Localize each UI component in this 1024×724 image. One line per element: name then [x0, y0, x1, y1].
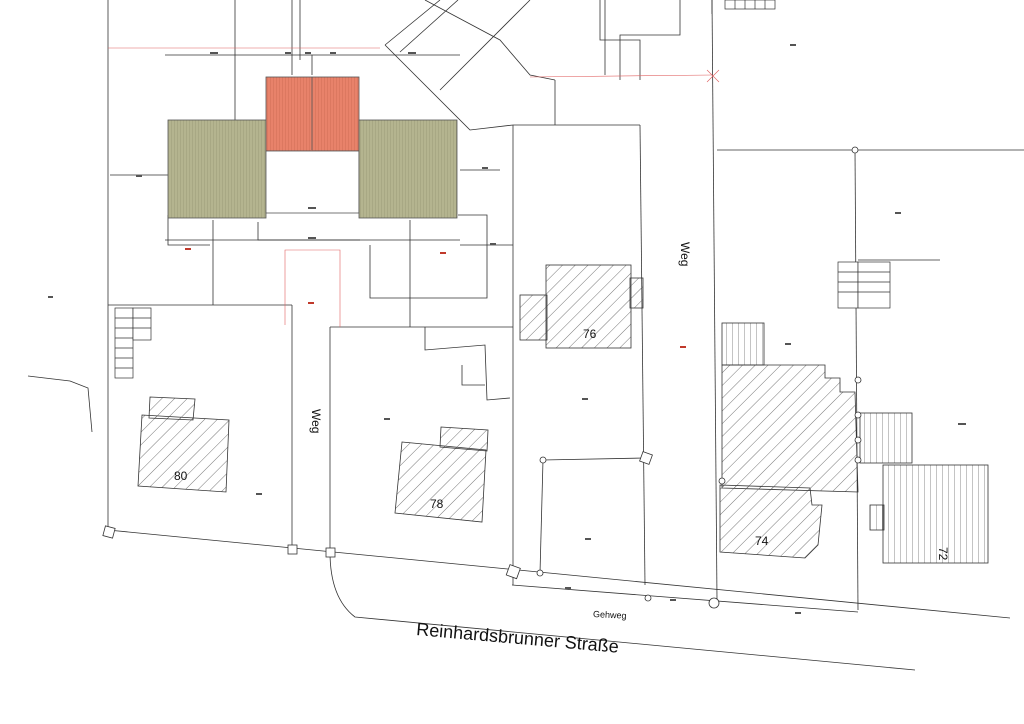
- building-74-lower: [719, 484, 823, 559]
- stair-structures: [114, 0, 891, 379]
- building-80: [137, 414, 230, 493]
- red-boundary-lines: [108, 47, 720, 327]
- planned-courtyard: [265, 150, 360, 214]
- planned-annex-left: [167, 119, 267, 219]
- planned-building: [167, 76, 458, 219]
- path-label-right: Weg: [678, 242, 692, 266]
- existing-buildings: [137, 264, 989, 564]
- dimension-marks: [48, 44, 966, 614]
- street-name: Reinhardsbrunner Straße: [416, 619, 620, 657]
- building-72-annex: [859, 412, 913, 464]
- building-74-upper: [721, 322, 765, 366]
- house-number-80: 80: [174, 469, 188, 483]
- planned-annex-right: [358, 119, 458, 219]
- building-80-annex: [148, 396, 196, 421]
- house-number-78: 78: [430, 497, 444, 511]
- building-76-annex-right: [629, 277, 644, 309]
- path-label-left: Weg: [309, 409, 323, 433]
- boundary-markers: [102, 146, 862, 609]
- sidewalk-label: Gehweg: [593, 609, 627, 621]
- building-76: [545, 264, 632, 349]
- house-number-72: 72: [936, 547, 950, 561]
- house-number-76: 76: [583, 327, 597, 341]
- building-76-annex-left: [519, 294, 548, 341]
- building-72: [882, 464, 989, 564]
- building-78-annex: [439, 426, 489, 452]
- house-number-74: 74: [755, 534, 769, 548]
- planned-main-wing: [265, 76, 360, 152]
- building-74: [721, 364, 859, 493]
